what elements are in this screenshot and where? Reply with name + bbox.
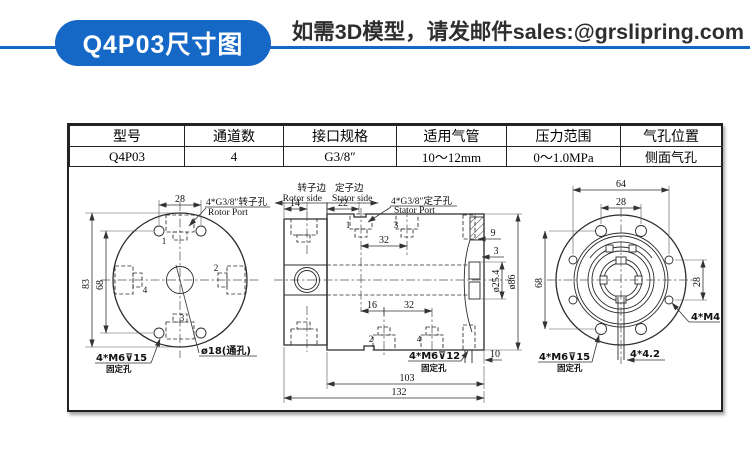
drawing-frame: 型号 通道数 接口规格 适用气管 压力范围 气孔位置 Q4P03 4 G3/8″… <box>67 123 723 412</box>
rotor-side-port-hole <box>294 267 320 293</box>
rotor-ports-section <box>290 212 318 352</box>
port-number-2: 2 <box>214 263 219 273</box>
left-view: 1 2 3 4 28 83 68 4*G3/8″转子孔 Rotor Port ø… <box>81 194 270 375</box>
section-port-1: 1 <box>346 220 351 230</box>
dim-28: 28 <box>175 194 185 205</box>
dim-22: 22 <box>338 198 348 209</box>
stator-port-label-en: Stator Port <box>394 206 435 216</box>
dim-103: 103 <box>400 373 415 384</box>
col-tube: 适用气管 <box>396 125 507 147</box>
right-fixing-label-cn: 固定孔 <box>557 363 583 374</box>
dim-32-top: 32 <box>379 235 389 246</box>
dim-64: 64 <box>616 179 626 190</box>
right-fixing-label: 4*M6⊽15 <box>539 352 590 363</box>
dim-9: 9 <box>491 228 496 239</box>
contact-note: 如需3D模型，请发邮件sales:@grslipring.com <box>291 20 744 44</box>
dim-83: 83 <box>81 279 92 289</box>
stator-port-label-cn: 4*G3/8″定子孔 <box>391 195 452 207</box>
stator-ports-section <box>349 208 444 356</box>
section-view: 1 3 2 4 32 14 22 16 32 转子边 Rotor side 定子… <box>274 182 522 403</box>
rotor-side-en: Rotor side <box>283 194 322 204</box>
col-channels: 通道数 <box>184 125 284 147</box>
stator-side-en: Stator side <box>332 194 372 204</box>
fixing-holes <box>153 225 207 339</box>
val-hole-pos: 侧面气孔 <box>620 146 722 167</box>
val-model: Q4P03 <box>69 146 185 167</box>
rotor-port-label-en: Rotor Port <box>208 208 248 218</box>
port-number-4: 4 <box>143 285 148 295</box>
m4-holes <box>568 255 674 305</box>
val-port-spec: G3/8″ <box>283 146 397 167</box>
header-divider-line <box>0 46 750 49</box>
hatched-section <box>469 216 485 241</box>
spec-header-row: 型号 通道数 接口规格 适用气管 压力范围 气孔位置 <box>69 125 722 147</box>
rotor-ports <box>114 214 246 340</box>
col-model: 型号 <box>69 125 185 147</box>
dim-3: 3 <box>494 246 499 257</box>
rotor-port-label-cn: 4*G3/8″转子孔 <box>206 196 267 208</box>
left-fixing-label: 4*M6⊽15 <box>96 353 147 364</box>
rotor-side-cn: 转子边 <box>297 182 326 194</box>
col-hole-pos: 气孔位置 <box>620 125 722 147</box>
center-hole-label: ø18(通孔) <box>201 344 251 357</box>
dim-od: ø86 <box>507 275 518 290</box>
dim-28-side: 28 <box>692 277 703 287</box>
spec-value-row: Q4P03 4 G3/8″ 10～12mm 0～1.0MPa 侧面气孔 <box>69 146 722 167</box>
rotor-body <box>283 218 328 346</box>
right-view: 64 28 68 28 4*M4 4*M6⊽15 固定孔 4*4.2 <box>534 179 720 374</box>
dim-10: 10 <box>490 349 500 360</box>
pin-hole-label: 4*4.2 <box>630 349 660 360</box>
dim-32-bottom: 32 <box>404 300 414 311</box>
title-badge: Q4P03尺寸图 <box>55 20 271 66</box>
dim-14: 14 <box>290 198 300 209</box>
section-fixing-label: 4*M6⊽12 <box>409 351 460 362</box>
section-port-4: 4 <box>417 334 422 344</box>
dim-68: 68 <box>95 280 106 290</box>
page-title: Q4P03尺寸图 <box>82 31 244 59</box>
col-port-spec: 接口规格 <box>283 125 397 147</box>
spec-table: 型号 通道数 接口规格 适用气管 压力范围 气孔位置 Q4P03 4 G3/8″… <box>69 125 722 167</box>
left-fixing-label-cn: 固定孔 <box>106 364 132 375</box>
port-number-1: 1 <box>162 236 167 246</box>
right-fixing-holes <box>595 225 647 335</box>
section-port-2: 2 <box>369 334 374 344</box>
section-fixing-label-cn: 固定孔 <box>421 363 447 374</box>
m4-label: 4*M4 <box>691 312 720 323</box>
dim-28-top: 28 <box>616 197 626 208</box>
stator-side-cn: 定子边 <box>335 182 364 194</box>
stator-body <box>326 213 485 351</box>
dim-16: 16 <box>367 300 377 311</box>
dim-68-right-view: 68 <box>534 278 545 288</box>
section-port-3: 3 <box>394 220 399 230</box>
dim-bore: ø25.4 <box>491 270 502 293</box>
port-number-3: 3 <box>180 313 185 323</box>
col-pressure: 压力范围 <box>506 125 621 147</box>
dim-132: 132 <box>392 387 407 398</box>
technical-drawing: 1 2 3 4 28 83 68 4*G3/8″转子孔 Rotor Port ø… <box>81 179 720 403</box>
